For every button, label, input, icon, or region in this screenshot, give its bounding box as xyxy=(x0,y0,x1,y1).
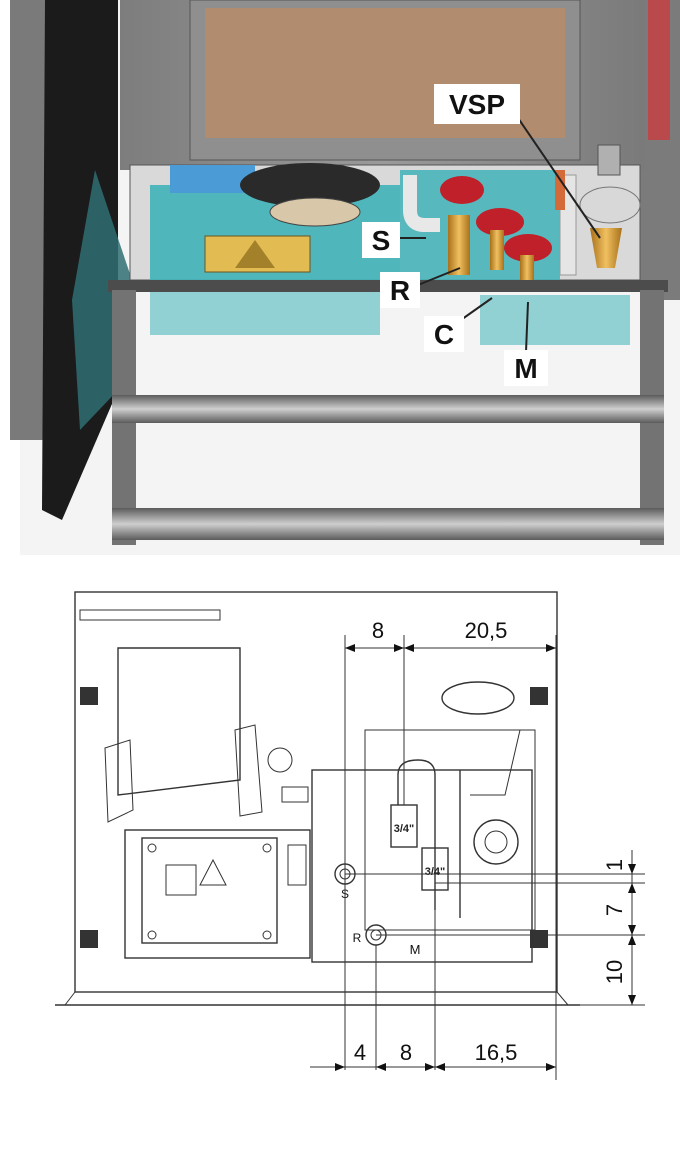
corner-block-tr xyxy=(530,687,548,705)
callout-m-label: M xyxy=(514,353,537,384)
callout-vsp: VSP xyxy=(434,84,520,124)
vsp-leader xyxy=(517,117,601,239)
dim-side-2: 7 xyxy=(602,904,627,916)
control-board-drawing xyxy=(124,829,311,959)
drawing-svg: 3/4" 3/4" S R M 8 20,5 4 8 16,5 xyxy=(55,591,645,1080)
circulator xyxy=(473,819,519,865)
copper-pipe xyxy=(555,170,565,210)
connection-m-label: M xyxy=(410,942,421,957)
fan-disc xyxy=(240,163,380,207)
brass-pipe-r xyxy=(448,215,470,275)
valve-1-label: 3/4" xyxy=(394,823,415,835)
fan-motor xyxy=(269,197,361,227)
dim-top-right: 20,5 xyxy=(465,618,508,643)
callout-c-label: C xyxy=(434,319,454,350)
m-leader xyxy=(525,301,529,353)
callout-s-label: S xyxy=(372,225,391,256)
dim-side-1: 1 xyxy=(602,859,627,871)
connection-r-label: R xyxy=(353,931,362,945)
callout-m: M xyxy=(504,350,548,386)
stove-rendering: VSP S R C M xyxy=(0,0,700,560)
pipe-loop xyxy=(397,759,436,910)
callout-c: C xyxy=(424,316,464,352)
expansion-tank xyxy=(441,681,515,715)
warning-triangle-icon xyxy=(235,240,275,268)
corner-block-tl xyxy=(80,687,98,705)
vsp-valve xyxy=(590,228,622,268)
callout-vsp-label: VSP xyxy=(449,89,505,120)
stand-bottom-rail xyxy=(112,508,664,540)
dim-bottom-c: 16,5 xyxy=(475,1040,518,1065)
relief-pipe xyxy=(470,729,521,796)
hydraulic-group xyxy=(311,769,533,963)
valve-1: 3/4" xyxy=(390,804,418,848)
top-rail xyxy=(79,609,221,621)
corner-block-br xyxy=(530,930,548,948)
stand-middle-rail xyxy=(112,395,664,423)
teal-lower-panel xyxy=(150,285,380,335)
dim-top-left: 8 xyxy=(372,618,384,643)
white-pipe xyxy=(403,175,440,232)
drawing-outline xyxy=(74,591,558,993)
r-leader xyxy=(417,267,461,286)
dim-bottom-b: 8 xyxy=(400,1040,412,1065)
rendering-svg: VSP S R C M xyxy=(10,0,680,555)
fan-housing xyxy=(104,647,309,823)
technical-drawing: 3/4" 3/4" S R M 8 20,5 4 8 16,5 xyxy=(0,580,700,1100)
callout-s: S xyxy=(362,222,400,258)
teal-lower-panel-right xyxy=(480,295,630,345)
expansion-disc xyxy=(579,186,641,224)
red-side-accent xyxy=(648,0,670,140)
valve-2-label: 3/4" xyxy=(425,866,446,878)
callout-r-label: R xyxy=(390,275,410,306)
dim-bottom-a: 4 xyxy=(354,1040,366,1065)
red-valves xyxy=(440,176,552,285)
small-cylinder xyxy=(597,144,621,176)
corner-block-bl xyxy=(80,930,98,948)
dim-side-3: 10 xyxy=(602,960,627,984)
callout-r: R xyxy=(380,272,420,308)
hydraulic-plate xyxy=(364,729,536,931)
